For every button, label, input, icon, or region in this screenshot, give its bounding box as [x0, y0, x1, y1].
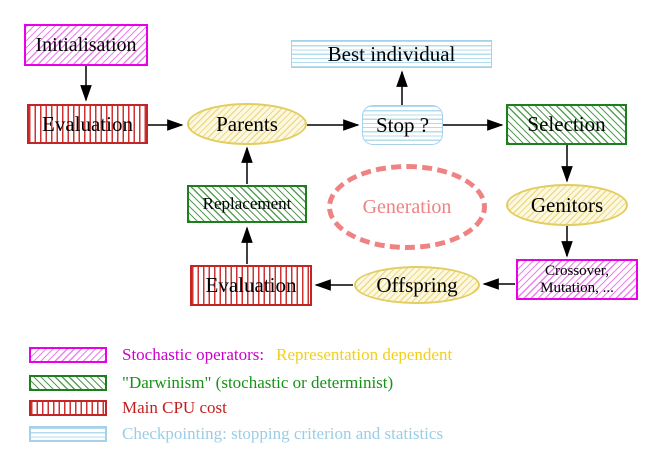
- legend-label-darwinism: "Darwinism" (stochastic or determinist): [122, 373, 394, 392]
- legend-swatch-magenta-diagonal-hatch: [29, 347, 107, 363]
- legend-swatch-green-diagonal-hatch: [29, 375, 107, 391]
- node-evaluation-top-label: Evaluation: [42, 111, 133, 136]
- node-selection-label: Selection: [527, 112, 606, 137]
- legend-row-checkpointing: Checkpointing: stopping criterion and st…: [29, 424, 444, 443]
- node-genitors-label: Genitors: [530, 192, 604, 217]
- node-evaluation-bottom-label: Evaluation: [205, 273, 297, 298]
- node-crossover-line2: Mutation, ...: [540, 279, 614, 296]
- node-parents-label: Parents: [216, 111, 278, 136]
- node-offspring-label: Offspring: [376, 272, 458, 297]
- node-evaluation-bottom: Evaluation: [190, 265, 312, 306]
- node-best-individual: Best individual: [291, 40, 492, 68]
- node-crossover-line1: Crossover,: [545, 262, 609, 279]
- legend-label-checkpointing: Checkpointing: stopping criterion and st…: [122, 424, 444, 443]
- legend-swatch-red-vertical-hatch: [29, 400, 107, 416]
- node-initialisation: Initialisation: [24, 24, 148, 66]
- legend-label-stochastic-operators: Stochastic operators:: [122, 345, 265, 364]
- legend-swatch-cyan-horizontal-hatch: [29, 426, 107, 442]
- legend-label-main-cpu-cost: Main CPU cost: [122, 398, 227, 417]
- generation-loop-ellipse: Generation: [327, 164, 487, 250]
- legend-label-representation-dependent: Representation dependent: [276, 345, 453, 364]
- node-crossover-mutation: Crossover, Mutation, ...: [516, 259, 638, 300]
- generation-label: Generation: [362, 195, 452, 218]
- node-stop-label: Stop ?: [375, 112, 430, 137]
- node-replacement: Replacement: [187, 185, 307, 223]
- node-stop: Stop ?: [362, 105, 443, 145]
- node-evaluation-top: Evaluation: [27, 104, 148, 144]
- legend-row-cpu-cost: Main CPU cost: [29, 398, 227, 417]
- node-best-individual-label: Best individual: [327, 41, 456, 66]
- node-replacement-label: Replacement: [202, 194, 292, 214]
- node-parents: Parents: [187, 103, 307, 145]
- legend-row-stochastic: Stochastic operators: Representation dep…: [29, 345, 453, 364]
- node-initialisation-label: Initialisation: [35, 33, 137, 56]
- node-genitors: Genitors: [506, 184, 628, 226]
- node-offspring: Offspring: [354, 266, 480, 304]
- legend-row-darwinism: "Darwinism" (stochastic or determinist): [29, 373, 394, 392]
- node-selection: Selection: [506, 104, 627, 145]
